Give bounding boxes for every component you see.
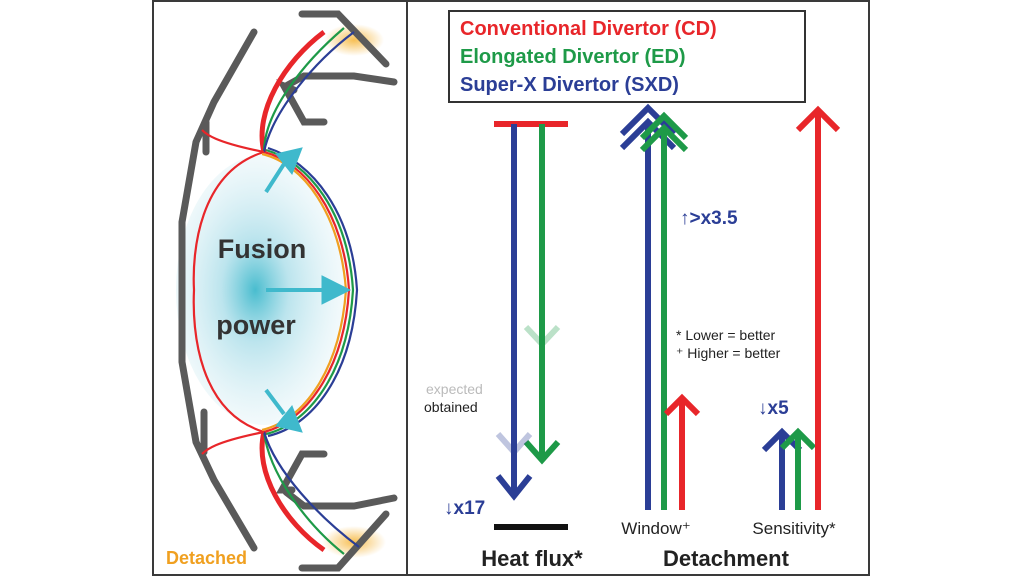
- comparison-diagram: ↓x17 ↑>x3.5 ↓x5 expected obtained * Lowe…: [424, 103, 841, 571]
- legend-ed: Elongated Divertor (ED): [460, 46, 686, 68]
- window-arrows: [619, 103, 701, 510]
- window-label: Window⁺: [621, 519, 690, 538]
- flux-bundle: [192, 27, 360, 555]
- expected-label: expected: [426, 381, 483, 397]
- sensitivity-arrows: [761, 105, 841, 510]
- legend: Conventional Divertor (CD) Elongated Div…: [448, 10, 806, 103]
- detachment-title: Detachment: [663, 546, 790, 571]
- detached-label: Detached: [166, 548, 247, 568]
- sensitivity-factor: ↓x5: [758, 398, 789, 419]
- obtained-label: obtained: [424, 399, 478, 415]
- sensitivity-label: Sensitivity*: [752, 519, 836, 538]
- legend-sxd: Super-X Divertor (SXD): [460, 74, 679, 96]
- heat-flux-factor: ↓x17: [444, 498, 485, 519]
- heat-flux-arrows: [494, 121, 568, 530]
- legend-cd: Conventional Divertor (CD): [460, 18, 717, 40]
- tokamak-panel: Fusion power Detached: [152, 0, 408, 576]
- heat-flux-title: Heat flux*: [481, 546, 583, 571]
- fusion-label: Fusion: [218, 234, 307, 264]
- tokamak-diagram: Fusion power Detached: [166, 10, 398, 572]
- window-factor: ↑>x3.5: [680, 208, 738, 229]
- note-higher: ⁺ Higher = better: [676, 345, 781, 361]
- power-arrows: [264, 147, 352, 433]
- power-label: power: [216, 310, 296, 340]
- note-lower: * Lower = better: [676, 327, 776, 343]
- plasma-core: [176, 155, 352, 425]
